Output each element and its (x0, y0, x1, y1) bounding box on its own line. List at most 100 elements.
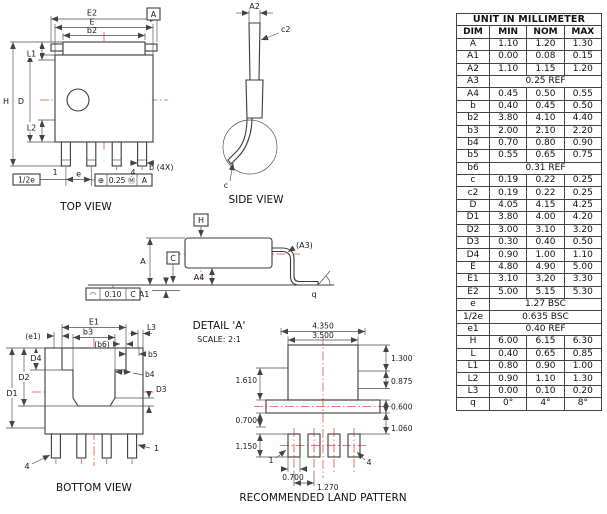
nom-cell: 4.15 (526, 198, 565, 213)
nom-cell: 1.15 (526, 62, 565, 76)
dim-land-1300: 1.300 (358, 344, 413, 372)
land-pin1-callout: 1 (268, 449, 287, 465)
dim-cell: L2 (456, 372, 490, 386)
bottom-body (44, 347, 144, 435)
leads-top-view (60, 141, 148, 167)
min-cell: 0.70 (488, 136, 528, 151)
land-pad-2 (307, 433, 321, 458)
nom-cell: 0.22 (526, 174, 565, 188)
dim-label-b: b (4X) (149, 163, 173, 172)
nom-cell: 0.22 (526, 186, 565, 200)
dim-label-b2: b2 (87, 26, 97, 35)
min-cell: 0.90 (488, 372, 528, 386)
dim-label-e1: (e1) (25, 332, 40, 341)
nom-cell: 4.90 (526, 260, 565, 275)
col-header-min: MIN (488, 25, 528, 39)
dim-label-A1: A1 (139, 290, 150, 299)
dim-label-1610: 1.610 (236, 376, 258, 385)
dim-label-1150: 1.150 (236, 442, 258, 451)
dim-cell: c (456, 174, 490, 188)
package-body (54, 54, 154, 143)
max-cell: 8° (563, 397, 603, 411)
dim-cell: 1/2e (456, 310, 490, 324)
min-cell: 6.00 (488, 335, 528, 349)
min-cell: 2.00 (488, 124, 528, 138)
dim-cell: A1 (456, 50, 490, 64)
max-cell: 0.85 (563, 347, 603, 361)
dim-E: E (54, 18, 154, 55)
land-pad-4 (347, 433, 361, 458)
dim-land-0875: 0.875 (358, 371, 413, 389)
dim-theta: q (311, 270, 331, 299)
dim-label-D: D (18, 97, 24, 106)
max-cell: 4.20 (563, 211, 603, 225)
dim-cell: E (456, 260, 490, 275)
nom-cell: 1.10 (526, 372, 565, 386)
max-cell: 6.30 (563, 335, 603, 349)
dim-D1: D1 (4, 348, 45, 429)
min-cell: 5.00 (488, 285, 528, 300)
dim-A1: A1 (139, 277, 180, 299)
dim-cell: q (456, 397, 490, 411)
position-tolerance-frame: ⊕ 0.25 Ⓜ A (91, 173, 153, 187)
min-cell: 3.00 (488, 223, 528, 238)
max-cell: 5.00 (563, 260, 603, 275)
flatness-tolerance-frame: ◠ 0.10 C (85, 285, 141, 301)
dim-label-theta: q (311, 290, 316, 299)
table-title-row: UNIT IN MILLIMETER (456, 12, 602, 27)
datum-h-label: H (198, 216, 204, 225)
dim-label-L2: L2 (27, 124, 37, 133)
datum-a-flag: A (146, 7, 161, 21)
dim-cell: e (456, 297, 490, 312)
dim-cell: c2 (456, 186, 490, 200)
dim-label-D4: D4 (30, 354, 41, 363)
dim-cell: A3 (456, 74, 490, 89)
min-cell: 4.05 (488, 198, 528, 213)
dim-label-0875: 0.875 (391, 377, 413, 386)
dim-cell: b3 (456, 124, 490, 138)
nom-cell: 4.10 (526, 112, 565, 126)
lead (60, 141, 71, 167)
land-pattern: 4.350 3.500 1.300 0.875 0.600 (236, 322, 413, 505)
max-cell: 0.50 (563, 99, 603, 114)
dim-cell: E2 (456, 285, 490, 300)
dim-label-1060: 1.060 (391, 424, 413, 433)
side-tab-profile (248, 22, 261, 81)
nom-cell: 4.00 (526, 211, 565, 225)
dim-land-4350: 4.350 (280, 322, 366, 335)
dim-land-0700-left: 0.700 (236, 412, 266, 428)
dim-label-b6: (b6) (94, 340, 109, 349)
dim-label-A2: A2 (249, 2, 260, 11)
dim-label-b5: b5 (148, 350, 158, 359)
bottom-pin1-callout: 1 (137, 443, 159, 453)
dim-label-3500: 3.500 (312, 331, 334, 340)
index-circle (66, 88, 90, 112)
pin1-label: 1 (268, 456, 273, 465)
min-cell: 4.80 (488, 260, 528, 275)
dim-b: b (4X) (130, 160, 173, 172)
dim-H: H (3, 41, 63, 167)
nom-cell: 1.20 (526, 37, 565, 52)
lead (111, 141, 122, 167)
nom-cell: 0.40 (526, 236, 565, 250)
dim-b2: b2 (62, 26, 146, 40)
front-view: H A C A4 (A3) q (85, 213, 334, 301)
min-cell: 0.45 (488, 87, 528, 101)
datum-c-flag: C (166, 251, 180, 283)
detail-a-circle (222, 119, 278, 175)
max-cell: 0.50 (563, 236, 603, 250)
